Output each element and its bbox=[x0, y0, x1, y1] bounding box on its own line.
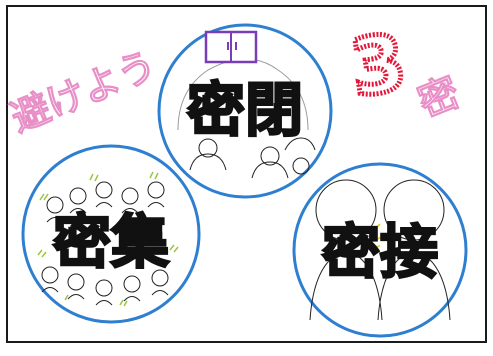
label-crowded-places: 密集 bbox=[53, 208, 169, 276]
circle-close-contact: 密接 bbox=[292, 162, 468, 338]
label-close-contact: 密接 bbox=[322, 218, 438, 286]
label-closed-space: 密閉 bbox=[187, 76, 303, 144]
close-contact-people-icon bbox=[309, 179, 451, 321]
crowd-people-icon bbox=[41, 181, 169, 306]
sparkle-icon bbox=[37, 171, 179, 307]
circle-closed-space-outline bbox=[157, 23, 333, 199]
closed-window-icon bbox=[204, 30, 258, 64]
circle-close-contact-outline bbox=[292, 162, 468, 338]
circle-crowded-places-outline bbox=[21, 144, 201, 324]
circle-closed-space: 密閉 bbox=[157, 23, 333, 199]
sparkle-icon bbox=[369, 223, 387, 249]
circle-crowded-places: 密集 bbox=[21, 144, 201, 324]
